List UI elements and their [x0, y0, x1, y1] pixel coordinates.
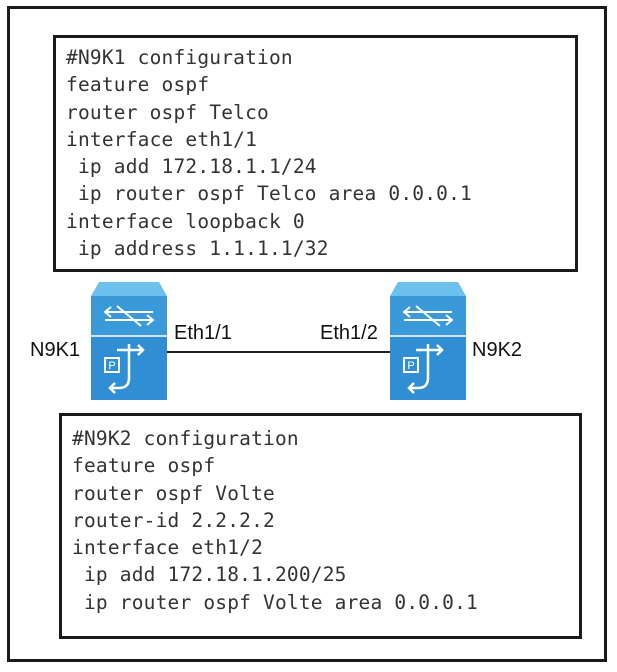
n9k2-switch-icon: P	[390, 282, 466, 400]
config-line: #N9K2 configuration	[72, 427, 299, 450]
config-line: router ospf Volte	[72, 481, 275, 505]
svg-text:P: P	[108, 360, 115, 372]
svg-text:P: P	[407, 360, 414, 372]
n9k2-label: N9K2	[472, 339, 523, 361]
config-line: interface eth1/2	[72, 536, 264, 560]
config-line: router-id 2.2.2.2	[72, 508, 275, 532]
eth1-1-label: Eth1/1	[174, 322, 232, 344]
n9k2-config-box: #N9K2 configuration feature ospf router …	[59, 413, 582, 639]
config-line: ip address 1.1.1.1/32	[66, 237, 329, 261]
eth1-2-label: Eth1/2	[320, 322, 378, 344]
config-line: router ospf Telco	[66, 100, 269, 124]
config-line: interface loopback 0	[66, 209, 305, 233]
config-line: feature ospf	[72, 454, 216, 478]
config-line: ip add 172.18.1.1/24	[66, 155, 317, 179]
config-line: ip router ospf Telco area 0.0.0.1	[66, 182, 472, 206]
link-line	[167, 351, 390, 353]
config-line: feature ospf	[66, 73, 210, 97]
config-line: #N9K1 configuration	[66, 46, 293, 69]
config-line: ip router ospf Volte area 0.0.0.1	[72, 590, 478, 614]
n9k1-switch-icon: P	[91, 282, 167, 400]
config-line: interface eth1/1	[66, 127, 258, 151]
config-line: ip add 172.18.1.200/25	[72, 563, 347, 587]
n9k1-config-box: #N9K1 configuration feature ospf router …	[53, 35, 578, 272]
n9k1-label: N9K1	[30, 339, 81, 361]
